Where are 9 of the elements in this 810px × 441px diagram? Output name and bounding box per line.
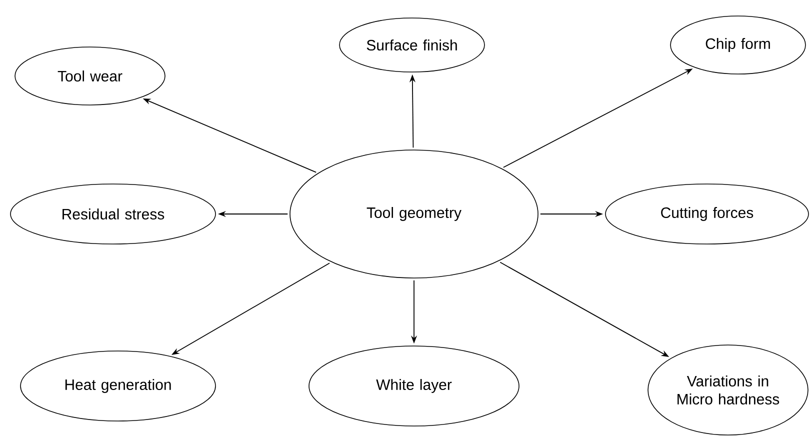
ellipse-node: Cutting forces <box>605 184 809 244</box>
ellipse-node: Tool geometry <box>290 150 538 278</box>
ellipse-node: Tool wear <box>14 46 166 106</box>
ellipse-node: Surface finish <box>339 18 485 72</box>
ellipse-node: Heat generation <box>20 350 216 422</box>
ellipse-node: Chip form <box>670 16 806 74</box>
ellipse-node: Residual stress <box>10 184 216 244</box>
ellipse-node: Variations in Micro hardness <box>648 344 808 436</box>
ellipse-node: White layer <box>308 346 520 426</box>
